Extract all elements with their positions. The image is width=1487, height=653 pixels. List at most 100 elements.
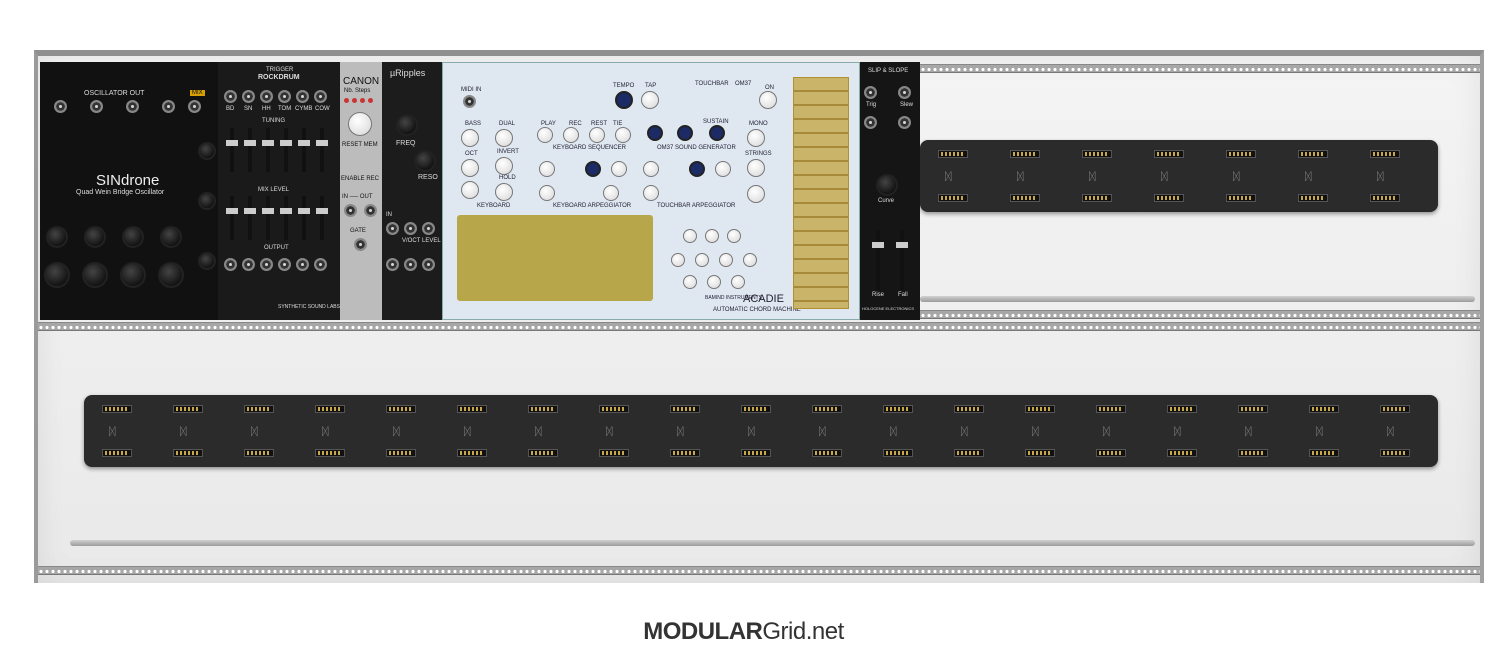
chord-button-3[interactable] bbox=[727, 229, 741, 243]
ripples-level-jack[interactable] bbox=[422, 222, 435, 235]
touchbar-hold-button[interactable] bbox=[747, 185, 765, 203]
trig-jack[interactable] bbox=[864, 86, 877, 99]
kb-arp-oct-button[interactable] bbox=[603, 185, 619, 201]
module-rockdrum[interactable]: TRIGGER ROCKDRUM TUNING MIX LEVEL OUTPUT… bbox=[218, 62, 340, 320]
canon-gate-jack[interactable] bbox=[354, 238, 367, 251]
canon-in-jack[interactable] bbox=[344, 204, 357, 217]
kb-arp-mode-button[interactable] bbox=[539, 185, 555, 201]
ripples-out-jack-3[interactable] bbox=[422, 258, 435, 271]
invert-button[interactable] bbox=[495, 157, 513, 175]
rest-button[interactable] bbox=[589, 127, 605, 143]
out-c-jack[interactable] bbox=[126, 100, 139, 113]
pitch-a-knob[interactable] bbox=[44, 262, 70, 288]
pitch-d-knob[interactable] bbox=[158, 262, 184, 288]
tb-arp-sync-button[interactable] bbox=[715, 161, 731, 177]
hold-button[interactable] bbox=[495, 183, 513, 201]
touchbar-sound-knob[interactable] bbox=[677, 125, 693, 141]
ripples-out-jack-1[interactable] bbox=[386, 258, 399, 271]
out-jack-5[interactable] bbox=[296, 258, 309, 271]
tap-button[interactable] bbox=[641, 91, 659, 109]
tune-slider-6[interactable] bbox=[316, 128, 328, 172]
mix-knob-3[interactable] bbox=[198, 252, 216, 270]
chord-button-8[interactable] bbox=[683, 275, 697, 289]
midi-in-jack[interactable] bbox=[463, 95, 476, 108]
mix-slider-3[interactable] bbox=[262, 196, 274, 240]
tune-slider-3[interactable] bbox=[262, 128, 274, 172]
chord-button-1[interactable] bbox=[683, 229, 697, 243]
fall-slider[interactable] bbox=[896, 230, 908, 290]
tune-slider-2[interactable] bbox=[244, 128, 256, 172]
slew-jack[interactable] bbox=[898, 86, 911, 99]
kb-arp-tempo-knob[interactable] bbox=[585, 161, 601, 177]
oct-button[interactable] bbox=[461, 159, 479, 177]
chord-button-5[interactable] bbox=[695, 253, 709, 267]
module-canon[interactable]: CANON Nb. Steps RESET MEM ENABLE REC IN … bbox=[340, 62, 382, 320]
play-button[interactable] bbox=[537, 127, 553, 143]
pitch-c-knob[interactable] bbox=[120, 262, 146, 288]
out-jack-4[interactable] bbox=[278, 258, 291, 271]
mix-slider-2[interactable] bbox=[244, 196, 256, 240]
rise-jack[interactable] bbox=[864, 116, 877, 129]
dual-button[interactable] bbox=[495, 129, 513, 147]
fall-jack[interactable] bbox=[898, 116, 911, 129]
out-d-jack[interactable] bbox=[162, 100, 175, 113]
freq-knob[interactable] bbox=[396, 114, 418, 136]
kb-arp-on-button[interactable] bbox=[539, 161, 555, 177]
chord-button-4[interactable] bbox=[671, 253, 685, 267]
tb-arp-tempo-knob[interactable] bbox=[689, 161, 705, 177]
gain-c-knob[interactable] bbox=[122, 226, 144, 248]
gain-d-knob[interactable] bbox=[160, 226, 182, 248]
ripples-in-jack[interactable] bbox=[386, 222, 399, 235]
kb-extra-button[interactable] bbox=[461, 181, 479, 199]
mix-knob-2[interactable] bbox=[198, 192, 216, 210]
bass-button[interactable] bbox=[461, 129, 479, 147]
ripples-out-jack-2[interactable] bbox=[404, 258, 417, 271]
tie-button[interactable] bbox=[615, 127, 631, 143]
chord-button-2[interactable] bbox=[705, 229, 719, 243]
mix-out-jack[interactable] bbox=[188, 100, 201, 113]
out-jack-2[interactable] bbox=[242, 258, 255, 271]
canon-out-jack[interactable] bbox=[364, 204, 377, 217]
mix-slider-1[interactable] bbox=[226, 196, 238, 240]
kb-arp-sync-button[interactable] bbox=[611, 161, 627, 177]
on-button[interactable] bbox=[759, 91, 777, 109]
trig-jack-6[interactable] bbox=[314, 90, 327, 103]
chord-button-6[interactable] bbox=[719, 253, 733, 267]
trig-jack-5[interactable] bbox=[296, 90, 309, 103]
strings-button[interactable] bbox=[747, 159, 765, 177]
module-acadie[interactable]: MIDI IN TEMPO TAP TOUCHBAR OM37 ON BASS … bbox=[442, 62, 860, 320]
trig-jack-2[interactable] bbox=[242, 90, 255, 103]
mix-slider-4[interactable] bbox=[280, 196, 292, 240]
tune-slider-1[interactable] bbox=[226, 128, 238, 172]
tempo-knob[interactable] bbox=[615, 91, 633, 109]
chord-button-10[interactable] bbox=[731, 275, 745, 289]
out-b-jack[interactable] bbox=[90, 100, 103, 113]
out-jack-6[interactable] bbox=[314, 258, 327, 271]
mix-slider-6[interactable] bbox=[316, 196, 328, 240]
trig-jack-4[interactable] bbox=[278, 90, 291, 103]
tune-slider-5[interactable] bbox=[298, 128, 310, 172]
out-jack-1[interactable] bbox=[224, 258, 237, 271]
tune-slider-4[interactable] bbox=[280, 128, 292, 172]
rec-button[interactable] bbox=[563, 127, 579, 143]
kb-sound-knob[interactable] bbox=[647, 125, 663, 141]
sustain-knob[interactable] bbox=[709, 125, 725, 141]
tb-arp-on-button[interactable] bbox=[643, 161, 659, 177]
touchbar-strip[interactable] bbox=[793, 77, 849, 309]
out-jack-3[interactable] bbox=[260, 258, 273, 271]
mono-button[interactable] bbox=[747, 129, 765, 147]
out-a-jack[interactable] bbox=[54, 100, 67, 113]
steps-knob[interactable] bbox=[348, 112, 372, 136]
trig-jack-1[interactable] bbox=[224, 90, 237, 103]
mix-slider-5[interactable] bbox=[298, 196, 310, 240]
module-sindrone[interactable]: OSCILLATOR OUT MIX SINdrone Quad Wein Br… bbox=[40, 62, 218, 320]
tb-arp-mode-button[interactable] bbox=[643, 185, 659, 201]
trig-jack-3[interactable] bbox=[260, 90, 273, 103]
rise-slider[interactable] bbox=[872, 230, 884, 290]
module-uripples[interactable]: µRipples FREQ RESO IN V/OCT LEVEL bbox=[382, 62, 442, 320]
ripples-voct-jack[interactable] bbox=[404, 222, 417, 235]
chord-button-9[interactable] bbox=[707, 275, 721, 289]
chord-button-7[interactable] bbox=[743, 253, 757, 267]
reso-knob[interactable] bbox=[414, 150, 436, 172]
module-slip-slope[interactable]: SLIP & SLOPE Trig Slew Curve Rise Fall H… bbox=[860, 62, 920, 320]
